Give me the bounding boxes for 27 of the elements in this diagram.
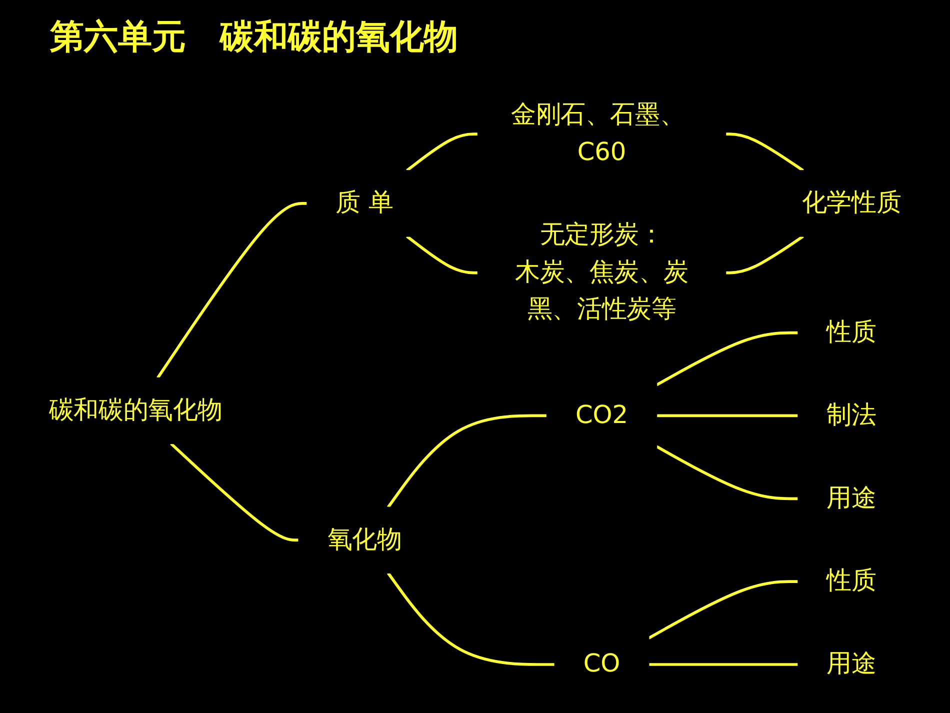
node-text: 性质 (826, 566, 876, 596)
node-text: 无定形炭： 木炭、焦炭、炭黑、活性炭等 (515, 220, 688, 324)
node-text: CO (583, 650, 620, 678)
slide-title: 第六单元 碳和碳的氧化物 (50, 16, 458, 59)
connector (726, 235, 804, 274)
connector (156, 202, 308, 379)
node-text: 性质 (826, 318, 876, 347)
connector (170, 442, 299, 542)
node-text: 制法 (826, 400, 876, 430)
node-text: 化学性质 (802, 188, 902, 218)
node-text: 金刚石、石墨、 C60 (511, 100, 685, 166)
node-text: 氧化物 (327, 525, 402, 554)
connector (406, 235, 478, 274)
connector (656, 414, 798, 418)
node-text: CO2 (575, 400, 628, 430)
node-text: 用途 (826, 484, 876, 512)
connector (656, 445, 798, 500)
connector (386, 572, 555, 666)
node-text: 碳和碳的氧化物 (48, 396, 222, 425)
connector (656, 331, 798, 386)
connector (406, 132, 478, 172)
node-text: 用途 (826, 650, 876, 678)
node-text: 质 单 (336, 188, 394, 218)
connector (726, 132, 804, 172)
connector (648, 663, 798, 666)
connector (648, 580, 798, 640)
connector (386, 414, 547, 508)
